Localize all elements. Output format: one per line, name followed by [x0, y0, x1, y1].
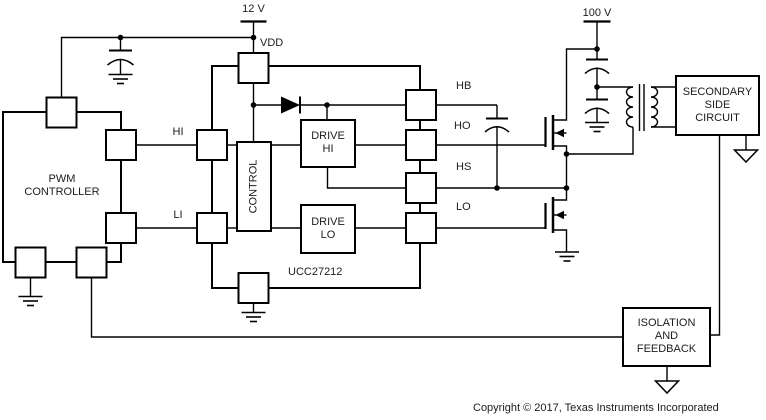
bootstrap-diode-icon: [281, 96, 301, 114]
ground-arrow-secondary-icon: [732, 149, 760, 164]
secondary-side-label: SECONDARY SIDE CIRCUIT: [682, 86, 753, 124]
pwm-controller-label: PWM CONTROLLER: [24, 173, 100, 198]
pin-ucc-vdd: [237, 52, 270, 84]
pin-pwm-vdd: [45, 96, 78, 129]
bootstrap-capacitor: [484, 117, 510, 133]
transformer-icon: [625, 84, 659, 131]
wire-feedback: [90, 277, 623, 338]
bus-capacitor-1: [584, 58, 610, 75]
drive-lo-label: DRIVE LO: [311, 216, 345, 241]
label-li: LI: [173, 209, 183, 221]
pin-ucc-hs: [405, 172, 437, 204]
ground-low-fet-icon: [555, 251, 579, 262]
isolation-feedback-label: ISOLATION AND FEEDBACK: [636, 317, 697, 355]
label-vdd: VDD: [260, 37, 284, 49]
secondary-side-box: [675, 75, 760, 136]
label-ho: HO: [454, 120, 471, 132]
label-12v: 12 V: [242, 3, 265, 15]
ground-symbols: [18, 73, 609, 323]
pin-ucc-lo: [405, 212, 437, 244]
label-part-number: UCC27212: [288, 266, 343, 278]
ucc27212-boundary-box: [211, 65, 421, 289]
ground-ucc-icon: [241, 311, 266, 323]
pin-ucc-hi: [196, 129, 228, 161]
label-100v: 100 V: [582, 7, 612, 19]
pin-pwm-gnd: [14, 246, 47, 279]
junction-dots: [117, 34, 600, 191]
drive-hi-label: DRIVE HI: [311, 130, 345, 155]
pin-pwm-fb: [75, 246, 108, 279]
label-hi: HI: [172, 126, 184, 138]
ground-arrow-isolation-icon: [653, 380, 681, 395]
drive-lo-box: [300, 204, 356, 254]
transformer-primary-winding: [625, 86, 634, 128]
bus-capacitor-2: [584, 98, 610, 115]
label-hs: HS: [456, 161, 472, 173]
pin-pwm-li: [105, 212, 137, 244]
high-side-mosfet-icon: [544, 48, 597, 188]
wire-secondary-to-isolation: [710, 135, 721, 336]
control-label: CONTROL: [247, 159, 260, 214]
ground-pwm-icon: [18, 295, 43, 307]
copyright-notice: Copyright © 2017, Texas Instruments Inco…: [473, 402, 719, 414]
pin-pwm-hi: [105, 129, 137, 161]
decoupling-capacitor: [107, 49, 134, 66]
label-hb: HB: [456, 80, 472, 92]
ground-bus-cap-icon: [585, 121, 609, 133]
ground-decap-icon: [108, 73, 133, 85]
pin-ucc-hb: [405, 89, 437, 121]
wires: [29, 22, 747, 381]
pin-ucc-ho: [405, 129, 437, 161]
wire-drivehi-to-hs: [326, 167, 406, 189]
label-lo: LO: [456, 201, 471, 213]
pins: [14, 52, 437, 304]
wire-primary-bottom: [566, 127, 634, 155]
wire-pwm-vdd-rail: [60, 36, 254, 98]
low-side-mosfet-icon: [544, 188, 568, 252]
pin-ucc-li: [196, 212, 228, 244]
pin-ucc-gnd: [237, 272, 270, 304]
transformer-secondary-winding: [650, 86, 659, 128]
